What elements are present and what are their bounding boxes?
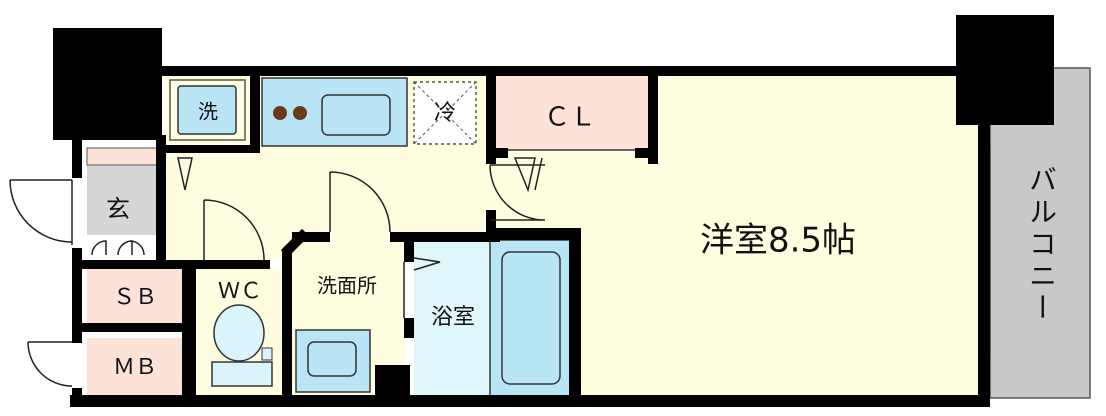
bathroom-label: 浴室 xyxy=(431,305,475,330)
fridge-cross xyxy=(413,81,477,145)
stove-burner-icon xyxy=(273,106,287,120)
wall xyxy=(70,395,990,407)
stove-burner-icon xyxy=(293,106,307,120)
wall xyxy=(487,228,579,240)
washer-unit xyxy=(177,85,237,135)
wall xyxy=(486,210,496,235)
wall xyxy=(490,148,508,158)
washbasin-bowl-icon xyxy=(307,341,357,377)
sink-icon xyxy=(321,94,391,136)
column xyxy=(53,28,162,140)
meter-box-area xyxy=(87,338,182,396)
wall xyxy=(250,66,260,151)
wall xyxy=(282,250,292,400)
room-door-icon xyxy=(489,164,546,221)
balcony-label: バルコニー xyxy=(1025,165,1058,325)
walls xyxy=(53,15,1054,407)
wall xyxy=(182,265,196,403)
wall xyxy=(569,228,581,398)
entrance-step xyxy=(86,147,158,166)
entrance-door-icon xyxy=(9,179,73,243)
toilet-paper-icon xyxy=(261,347,273,361)
fridge-label: 冷 xyxy=(434,101,456,126)
wall xyxy=(72,138,82,178)
washer-label: 洗 xyxy=(198,100,218,124)
bathtub-basin-icon xyxy=(501,251,561,385)
wall xyxy=(390,232,500,242)
wall xyxy=(404,318,414,338)
wall xyxy=(635,148,655,158)
room-upper-floor xyxy=(490,150,590,240)
wall xyxy=(486,66,496,164)
wall xyxy=(404,232,414,262)
wall xyxy=(280,228,310,258)
wall xyxy=(648,66,658,164)
wall xyxy=(80,323,190,332)
kitchen-closet-door-icon xyxy=(177,157,193,191)
closet-label: ＣＬ xyxy=(544,103,596,133)
wall xyxy=(160,66,960,76)
shoe-box-area xyxy=(87,268,182,323)
toilet-bowl-icon xyxy=(213,304,265,362)
entrance-label: 玄 xyxy=(106,195,130,223)
closet-door-icon xyxy=(513,157,543,193)
wall xyxy=(80,260,270,269)
bath-door-icon xyxy=(403,257,441,318)
shoebox-door-icon xyxy=(91,240,145,256)
closet-area xyxy=(494,74,651,151)
wall xyxy=(375,365,410,397)
washroom-door-icon xyxy=(329,171,391,233)
meter-box-label: ＭＢ xyxy=(113,355,157,380)
mb-door-icon xyxy=(27,341,73,387)
wall xyxy=(156,135,166,268)
wall xyxy=(160,145,260,153)
wall xyxy=(72,388,82,406)
wall xyxy=(320,232,330,242)
wall xyxy=(978,120,990,405)
wc-door-icon xyxy=(203,199,265,261)
toilet-label: ＷＣ xyxy=(218,279,262,304)
column xyxy=(956,15,1054,125)
western-room-label: 洋室8.5帖 xyxy=(700,221,856,261)
washroom-label: 洗面所 xyxy=(317,274,377,298)
doors xyxy=(9,157,546,387)
entrance-area xyxy=(87,165,157,235)
toilet-tank xyxy=(211,361,273,387)
wall xyxy=(72,248,82,343)
shoe-box-label: ＳＢ xyxy=(113,285,157,310)
